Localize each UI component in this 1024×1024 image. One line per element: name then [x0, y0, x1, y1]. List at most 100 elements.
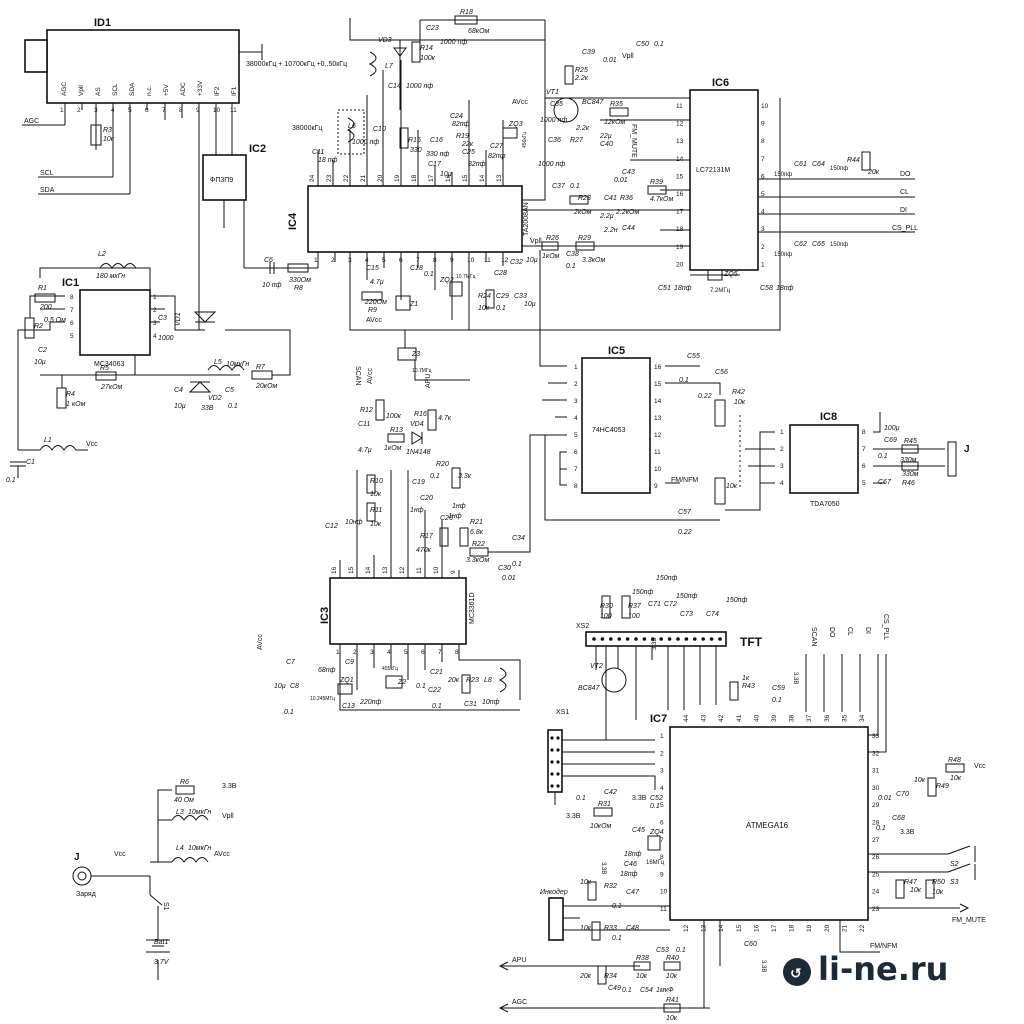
c51-value: 18пф	[674, 285, 692, 292]
xs1-pin	[550, 784, 554, 788]
id1-pin-name: n.c.	[146, 85, 153, 96]
l6-label: L6	[348, 123, 356, 130]
ic4-label: IC4	[287, 212, 299, 230]
c46-value: 18пф	[620, 871, 638, 878]
r28-label: R28	[578, 195, 591, 202]
r6-value: 40 Ом	[174, 797, 194, 804]
c55-label: C55	[687, 353, 700, 360]
vd3-label: VD3	[378, 37, 392, 44]
r24-value: 10к	[478, 305, 490, 312]
ic7-pin-number: 31	[872, 768, 880, 775]
ic6-pin-number: 10	[761, 103, 769, 110]
r27-value: 2.2к	[575, 125, 590, 132]
id1-pin-name: ADC	[180, 82, 187, 96]
r23-value: 20к	[447, 677, 460, 684]
r47-label: R47	[904, 879, 918, 886]
ic4-pin-number: 20	[377, 174, 384, 182]
ic4-pin-number: 2	[331, 257, 335, 264]
c11b-value: 4.7µ	[358, 447, 372, 454]
ic4-pin-number: 18	[411, 174, 418, 182]
net-scan-ic3: SCAN	[354, 366, 361, 385]
xs2-pin	[659, 637, 663, 641]
r32-label: R32	[604, 883, 617, 890]
ic5-name: 74HC4053	[592, 427, 626, 434]
net-33v-c52: 3.3B	[632, 795, 647, 802]
net-apu-top: APU	[425, 374, 432, 388]
net-avcc-r12: AVcc	[367, 368, 374, 384]
ic7-pin-number: 39	[771, 714, 778, 722]
r15-value: 330	[410, 147, 422, 154]
z1-label: Z1	[409, 301, 418, 308]
id1-pin-name: AS	[95, 87, 102, 96]
c67-label: C67	[878, 479, 892, 486]
xs1-pin	[550, 760, 554, 764]
vd2-value: 33В	[201, 405, 214, 412]
c27-value: 82пф	[488, 153, 506, 160]
ic4-pin-number: 12	[501, 257, 509, 264]
c31-value: 10пф	[482, 699, 500, 706]
net-agc-bottom: AGC	[512, 999, 527, 1006]
ic7-pin-number: 2	[660, 750, 664, 757]
c52-label: C52	[650, 795, 663, 802]
vd1-label: VD1	[175, 312, 182, 326]
ic6-pin-number: 1	[761, 261, 765, 268]
xs2-pin	[709, 637, 714, 641]
c53-label: C53	[656, 947, 669, 954]
ic4-pin-number: 22	[343, 174, 350, 182]
ic5-pin-number: 15	[654, 381, 662, 388]
ic8-name: TDA7050	[810, 501, 840, 508]
r12-label: R12	[360, 407, 373, 414]
r26-value: 1кОм	[542, 253, 560, 260]
ic2-name: ФП3П9	[210, 177, 233, 184]
r18-value: 68кОм	[468, 28, 490, 35]
c3-label: C3	[158, 315, 167, 322]
jack-charge-label: J	[74, 852, 80, 863]
net-avcc-ic3: AVcc	[257, 634, 264, 650]
c39-label: C39	[582, 49, 595, 56]
c3-value: 1000	[158, 335, 174, 342]
ic6-pin-number: 4	[761, 209, 765, 216]
r24-label: R24	[478, 293, 491, 300]
ic3-pin-number: 5	[404, 649, 408, 656]
c29-label: C29	[496, 293, 509, 300]
ic7-pin-number: 15	[736, 924, 743, 932]
c44-label: C44	[622, 225, 635, 232]
c56-label: C56	[715, 369, 728, 376]
ic3-pin-number: 15	[348, 566, 355, 574]
l8-label: L8	[484, 677, 492, 684]
r37-label: R37	[628, 603, 642, 610]
z2-label: Z2	[397, 679, 406, 686]
ic7-pin-number: 36	[824, 714, 831, 722]
r12-value: 100к	[386, 413, 402, 420]
c71-label: C71	[648, 601, 661, 608]
ic7-label: IC7	[650, 713, 667, 725]
l5-value: 10мкГн	[226, 361, 249, 368]
net-scl-left: SCL	[40, 170, 54, 177]
c6-value: 10 пф	[262, 282, 282, 289]
r28-value: 2кОм	[573, 209, 592, 216]
r22-value: 3.3кОм	[466, 557, 489, 564]
c62-value: 150пф	[774, 252, 792, 258]
r19-value: 22к	[461, 141, 474, 148]
r46-value: 330м	[902, 471, 919, 478]
c30-label: C30	[498, 565, 511, 572]
svg-text:↺: ↺	[790, 966, 802, 982]
ic7-pin-number: 33	[872, 733, 880, 740]
ic7-pin-number: 40	[753, 714, 760, 722]
r33-value: 10к	[580, 925, 592, 932]
c36-value: 1000 пф	[538, 161, 565, 168]
ic3-pin-number: 10	[433, 566, 440, 574]
ic6-pin-number: 13	[676, 138, 684, 145]
ic3-pin-number: 2	[353, 649, 357, 656]
c12-value: 10нф	[345, 519, 363, 526]
ic6-pin-number: 14	[676, 156, 684, 163]
c69-value: 100µ	[884, 425, 900, 432]
ic5-pin-number: 14	[654, 398, 662, 405]
r3-label: R3	[103, 127, 112, 134]
xs2-pin	[667, 637, 672, 641]
r32-value: 10к	[580, 879, 592, 886]
bat-voltage: 3.7V	[154, 959, 170, 966]
